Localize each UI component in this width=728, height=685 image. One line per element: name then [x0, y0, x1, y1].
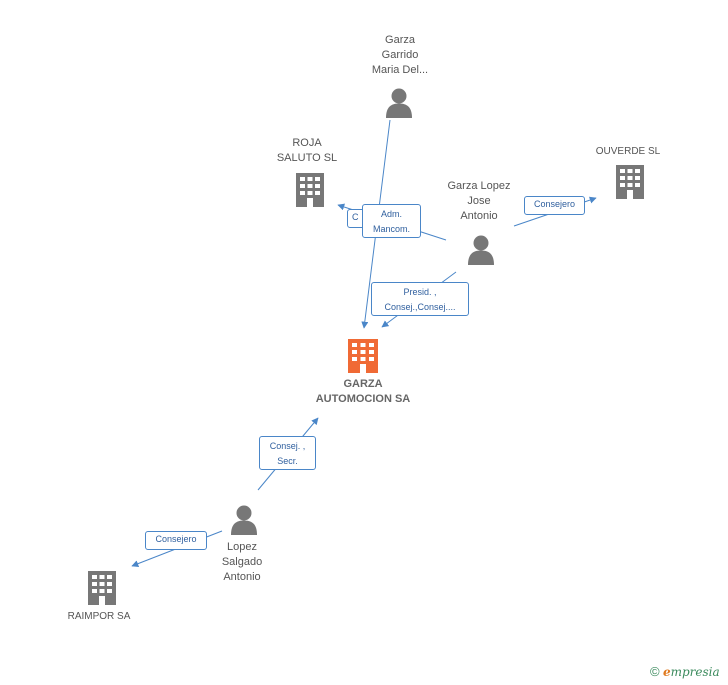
- node-label-garza-lopez[interactable]: Garza Lopez Jose Antonio: [424, 179, 534, 224]
- building-icon[interactable]: [616, 165, 644, 199]
- node-label-line: Salgado: [221, 556, 263, 568]
- edge-label-line: C: [352, 212, 359, 222]
- building-icon[interactable]: [88, 571, 116, 605]
- edge-label-consej-secr[interactable]: Consej. , Secr.: [259, 436, 316, 470]
- brand-logo-text: mpresia: [670, 665, 720, 679]
- node-label-roja-saluto[interactable]: ROJA SALUTO SL: [255, 136, 359, 166]
- edge-label-line: Secr.: [277, 456, 298, 466]
- node-label-line: Maria Del...: [371, 64, 429, 76]
- node-label-line: SALUTO SL: [276, 152, 338, 164]
- edge-label-line: Consej. ,: [269, 441, 306, 451]
- node-label-line: OUVERDE SL: [595, 146, 661, 157]
- node-label-raimpor[interactable]: RAIMPOR SA: [49, 609, 149, 624]
- node-label-line: Antonio: [223, 571, 261, 583]
- node-label-line: Garrido: [381, 49, 419, 61]
- node-label-line: Jose: [467, 195, 491, 207]
- node-label-line: AUTOMOCION SA: [315, 393, 411, 405]
- edge-label-consejero-raimpor[interactable]: Consejero: [145, 531, 207, 550]
- building-icon-main[interactable]: [348, 339, 378, 373]
- node-label-line: Lopez: [227, 541, 257, 553]
- edge-label-consejero-ouverde[interactable]: Consejero: [524, 196, 585, 215]
- edge-label-adm-mancom[interactable]: Adm. Mancom.: [362, 204, 421, 238]
- node-label-line: Antonio: [460, 210, 498, 222]
- brand-logo: © empresia: [650, 664, 720, 679]
- edge-label-presid-consej[interactable]: Presid. , Consej.,Consej....: [371, 282, 469, 316]
- node-label-line: Garza: [385, 34, 415, 46]
- edge-label-line: Consej.,Consej....: [384, 302, 456, 312]
- edge-label-line: Presid. ,: [403, 287, 437, 297]
- edge-label-line: Consejero: [155, 534, 197, 544]
- brand-logo-e: e: [662, 665, 671, 679]
- node-label-lopez-salgado[interactable]: Lopez Salgado Antonio: [192, 540, 292, 585]
- copyright-icon: ©: [650, 664, 660, 679]
- node-label-garza-garrido[interactable]: Garza Garrido Maria Del...: [345, 33, 455, 78]
- edge-label-line: Consejero: [533, 199, 576, 209]
- node-label-ouverde[interactable]: OUVERDE SL: [578, 144, 678, 159]
- node-label-line: ROJA: [292, 137, 322, 149]
- edge-label-line: Mancom.: [372, 224, 410, 234]
- person-icon[interactable]: [386, 88, 412, 119]
- node-label-garza-automocion[interactable]: GARZA AUTOMOCION SA: [293, 377, 433, 407]
- node-label-line: GARZA: [343, 378, 383, 390]
- node-label-line: RAIMPOR SA: [67, 611, 131, 622]
- person-icon[interactable]: [468, 235, 494, 266]
- node-label-line: Garza Lopez: [447, 180, 511, 192]
- person-icon[interactable]: [231, 505, 257, 536]
- building-icon[interactable]: [296, 173, 324, 207]
- edge-label-line: Adm.: [380, 209, 402, 219]
